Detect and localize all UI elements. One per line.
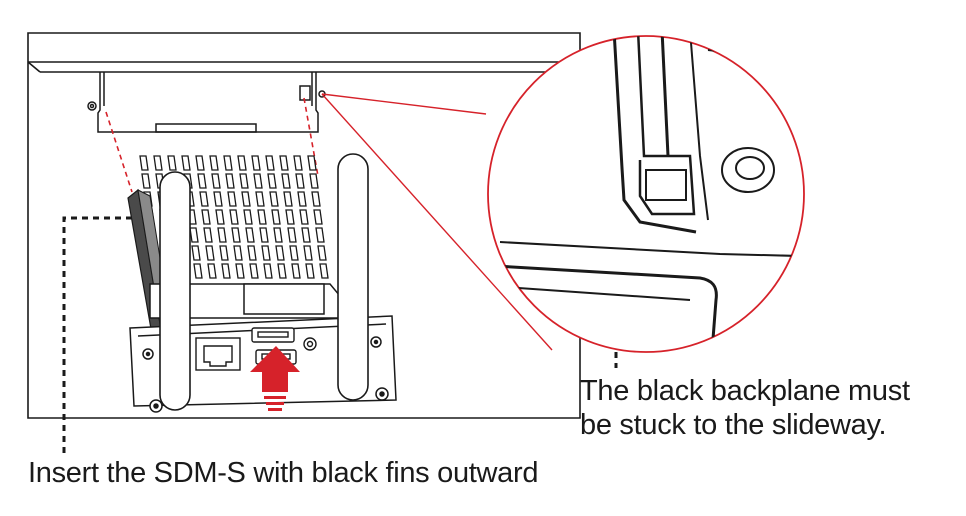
ethernet-port (195, 337, 241, 371)
heatsink-fin (259, 227, 269, 243)
heatsink-fin (297, 191, 307, 207)
heatsink-fin (245, 227, 255, 243)
heatsink-fin (317, 245, 327, 261)
heatsink-fin (255, 191, 265, 207)
heatsink-fin (299, 209, 309, 225)
heatsink-fin (295, 173, 305, 189)
heatsink-fin (247, 245, 257, 261)
heatsink-fin (307, 155, 317, 171)
heatsink-fin (237, 155, 247, 171)
heatsink-fin (315, 227, 325, 243)
heatsink-fin (273, 227, 283, 243)
screw-hole-icon (721, 147, 775, 193)
backplane-note: The black backplane must be stuck to the… (580, 374, 910, 442)
heatsink-fin (267, 173, 277, 189)
heatsink-fin (249, 263, 259, 279)
heatsink-fin (201, 209, 211, 225)
heatsink-fin (253, 173, 263, 189)
heatsink-fin (209, 155, 219, 171)
heatsink-fin (305, 263, 315, 279)
heatsink-fin (193, 263, 203, 279)
heatsink-fin (225, 173, 235, 189)
heatsink-fin (139, 155, 149, 171)
heatsink-fin (257, 209, 267, 225)
heatsink-fin (203, 227, 213, 243)
heatsink-fin (301, 227, 311, 243)
insert-instruction: Insert the SDM-S with black fins outward (28, 457, 539, 489)
heatsink-fin (281, 173, 291, 189)
heatsink-fin (265, 155, 275, 171)
heatsink-fin (309, 173, 319, 189)
antenna-right (337, 153, 369, 401)
heatsink-fin (153, 155, 163, 171)
heatsink-fin (289, 245, 299, 261)
insert-arrow-icon (250, 346, 300, 411)
heatsink-fin (215, 209, 225, 225)
heatsink-fin (211, 173, 221, 189)
heatsink-fin (223, 155, 233, 171)
heatsink-fin (235, 263, 245, 279)
heatsink-fin (219, 245, 229, 261)
heatsink-fin (213, 191, 223, 207)
heatsink-fin (141, 173, 151, 189)
heatsink-fin (291, 263, 301, 279)
zoom-callout (487, 35, 805, 353)
heatsink-fin (283, 191, 293, 207)
heatsink-fin (241, 191, 251, 207)
callout-connector (321, 93, 553, 351)
heatsink-fin (199, 191, 209, 207)
antenna-left (159, 171, 191, 411)
heatsink-fin (261, 245, 271, 261)
heatsink-fin (181, 155, 191, 171)
red-guide-lines (105, 97, 385, 371)
heatsink-fin (233, 245, 243, 261)
heatsink-fin (311, 191, 321, 207)
heatsink-fin (197, 173, 207, 189)
heatsink-fin (263, 263, 273, 279)
heatsink-fin (275, 245, 285, 261)
heatsink-fin (271, 209, 281, 225)
heatsink-fin (277, 263, 287, 279)
heatsink-fin (221, 263, 231, 279)
slideway-bracket (87, 72, 326, 133)
heatsink-fin (239, 173, 249, 189)
heatsink-fin (195, 155, 205, 171)
heatsink-fin (313, 209, 323, 225)
heatsink-fin (207, 263, 217, 279)
heatsink-fin (287, 227, 297, 243)
heatsink-fin (167, 155, 177, 171)
heatsink-fin (285, 209, 295, 225)
heatsink-fin (227, 191, 237, 207)
heatsink-fin (319, 263, 329, 279)
heatsink-fin (231, 227, 241, 243)
heatsink-fin (205, 245, 215, 261)
backplane-note-line-1: The black backplane must (580, 375, 910, 407)
heatsink-fin (191, 245, 201, 261)
chassis-frame (27, 32, 581, 419)
heatsink-fin (251, 155, 261, 171)
heatsink-fin (189, 227, 199, 243)
heatsink-fin (217, 227, 227, 243)
heatsink-fin (243, 209, 253, 225)
heatsink-fin (303, 245, 313, 261)
heatsink-fin (229, 209, 239, 225)
heatsink-fin (279, 155, 289, 171)
backplane-note-line-2: be stuck to the slideway. (580, 409, 887, 441)
heatsink-fin (269, 191, 279, 207)
heatsink-fin (293, 155, 303, 171)
